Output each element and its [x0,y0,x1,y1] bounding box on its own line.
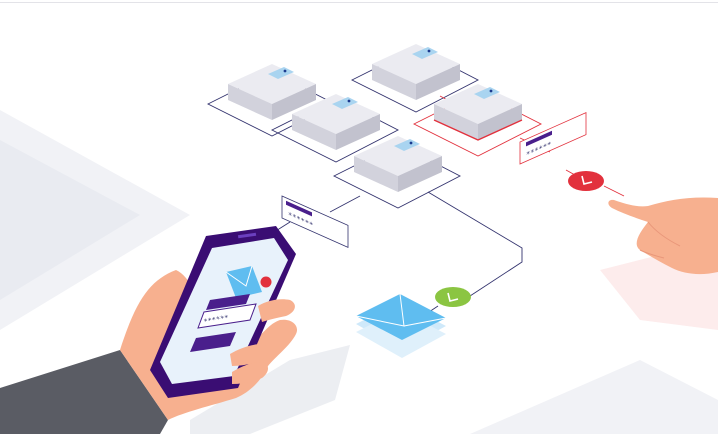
notification-dot-icon [260,276,272,288]
hand-shadow-phone [190,345,350,434]
password-card-phone: ****** [281,195,349,248]
top-divider [0,2,718,3]
smartphone-icon: ****** [150,226,296,398]
screen-login-button [190,332,236,352]
server-box-4 [354,136,442,192]
floor-shape-bottom-right [470,360,718,434]
server-box-2 [372,44,460,100]
check-icon [435,287,471,307]
sleeve [0,350,168,434]
connection-servers-to-envelope [427,191,523,297]
connection-alert-to-finger [603,185,625,197]
server-box-5-alert [433,84,523,141]
floor-shape-left-inner [0,140,140,300]
phone-thumb [230,299,295,384]
password-card-red: ****** [519,112,587,165]
envelope-icon [355,293,447,358]
pointing-hand [608,197,718,275]
connection-servers-to-phone-pw [329,195,361,213]
password-field-icon [197,303,257,329]
clock-alert-icon [568,171,604,191]
screen-envelope-icon [226,266,262,298]
